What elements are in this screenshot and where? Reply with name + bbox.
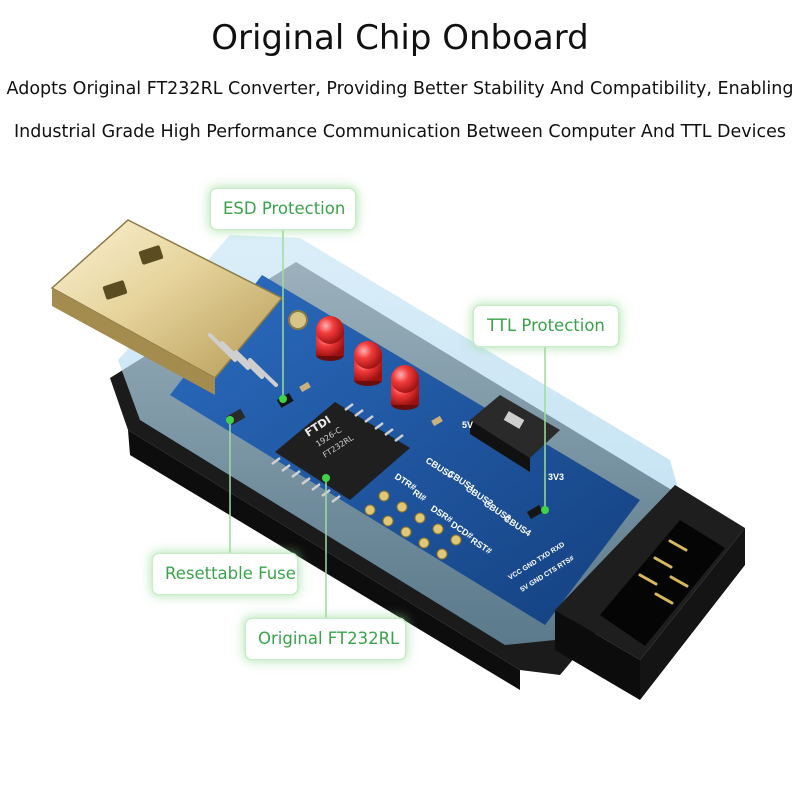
ttl-component (526, 505, 544, 519)
subtitle-line-2: Industrial Grade High Performance Commun… (13, 122, 787, 142)
smd-cap-1 (299, 381, 311, 393)
usb-plug-side (52, 288, 215, 395)
callout-original-ft232rl: Original FT232RL (246, 619, 405, 659)
led-2 (354, 341, 382, 386)
label-5v: 5V (462, 420, 473, 430)
smd-cap-2 (431, 415, 443, 427)
box-header-connector (555, 485, 745, 700)
callout-resettable-fuse: Resettable Fuse (153, 554, 297, 594)
page-title: Original Chip Onboard (211, 18, 589, 58)
callout-ttl-protection: TTL Protection (474, 306, 618, 346)
mounting-hole (288, 310, 308, 330)
led-3 (391, 365, 419, 410)
callout-dots (226, 395, 549, 514)
usb-pins (208, 333, 278, 387)
label-3v3: 3V3 (548, 472, 564, 482)
callout-lines (229, 229, 546, 619)
callout-esd-protection: ESD Protection (211, 189, 355, 229)
usb-slot-1 (138, 245, 164, 265)
ft232rl-chip: FTDI 1926-C FT232RL (271, 402, 410, 503)
bottom-casing-side (128, 430, 520, 690)
subtitle-line-1: Adopts Original FT232RL Converter, Provi… (6, 79, 794, 99)
led-1 (316, 316, 344, 361)
usb-slot-2 (102, 280, 128, 300)
voltage-switch (470, 395, 560, 472)
pin-header-holes (364, 490, 462, 560)
